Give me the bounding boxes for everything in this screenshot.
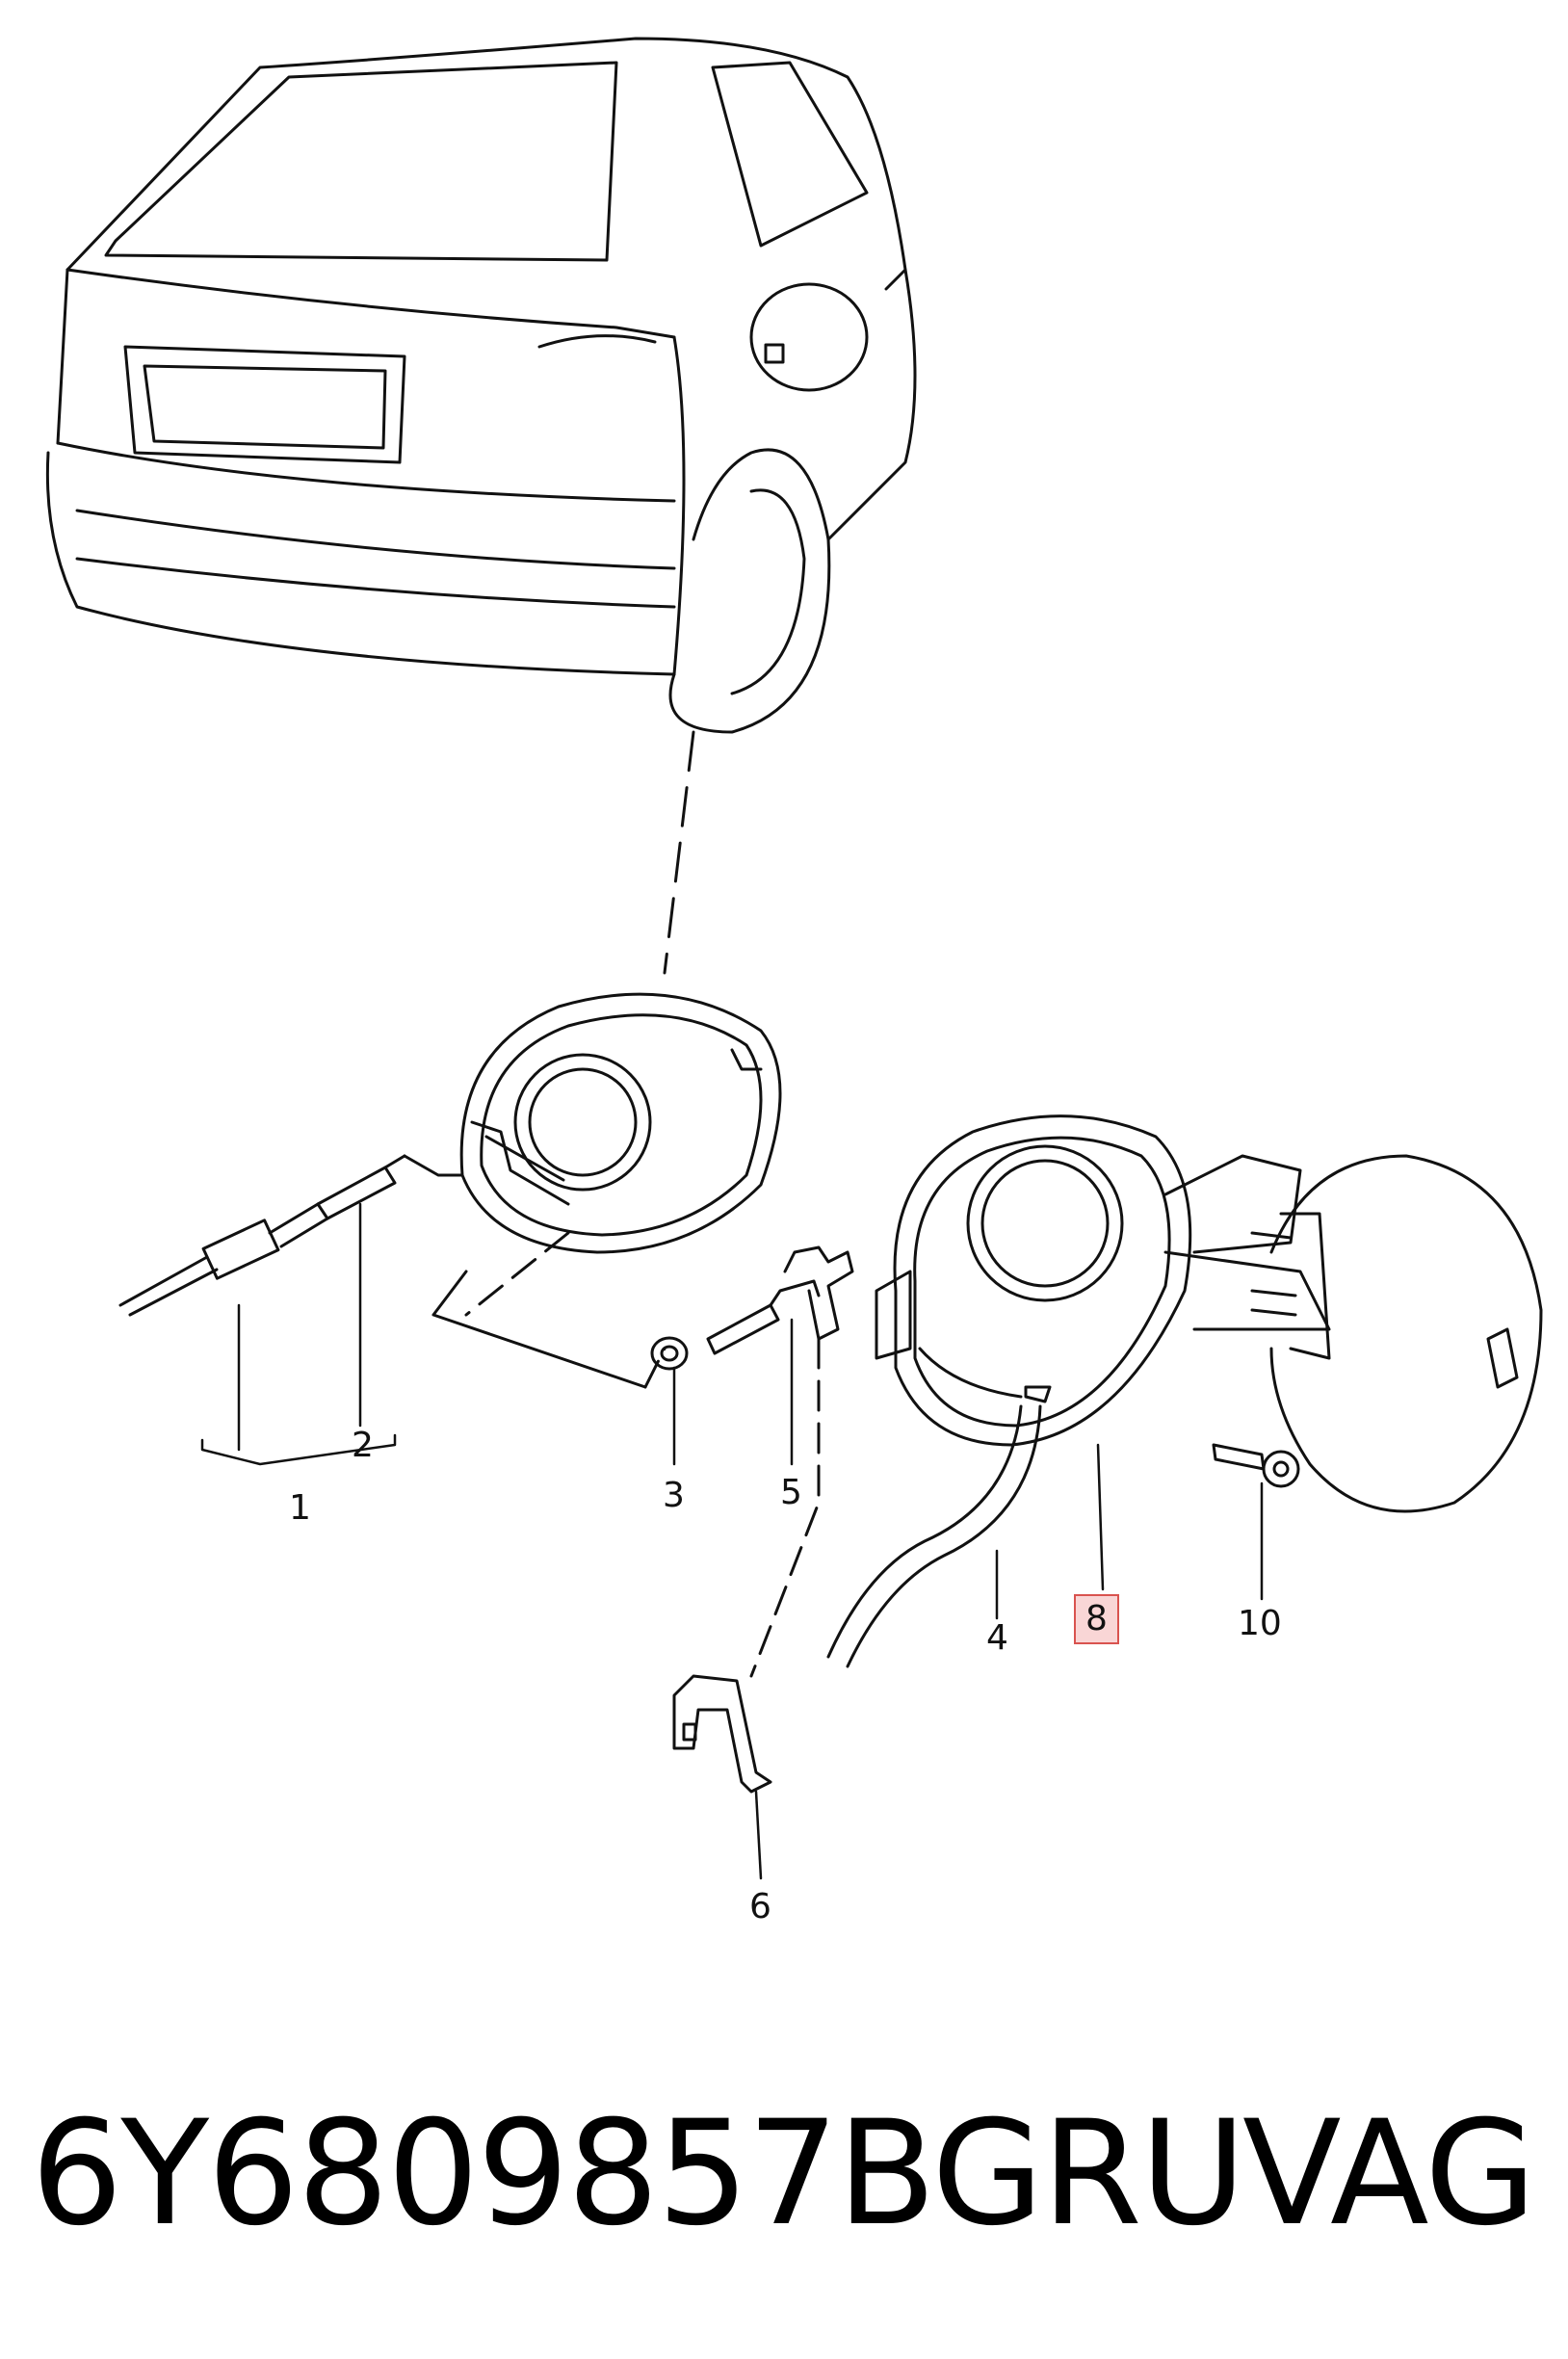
locking-pin-illustration <box>706 1245 854 1355</box>
leader-dashed-car <box>663 730 695 975</box>
callout-4: 4 <box>986 1618 1008 1658</box>
callout-1: 1 <box>289 1488 311 1528</box>
part-number: 6Y6809857BGRU <box>31 2090 1246 2258</box>
clip-illustration <box>672 1674 772 1794</box>
car-body-illustration <box>45 37 917 734</box>
caption-bar: 6Y6809857BGRU VAG <box>0 2071 1568 2283</box>
callout-10: 10 <box>1238 1604 1282 1643</box>
flap-unit-illustration <box>875 1114 1543 1513</box>
exploded-parts-diagram <box>45 37 1543 1880</box>
release-cable-illustration <box>118 1154 647 1389</box>
washer-illustration <box>650 1336 689 1371</box>
filler-housing-illustration <box>459 992 782 1254</box>
callout-2: 2 <box>352 1426 374 1465</box>
callout-6: 6 <box>749 1887 771 1927</box>
leader-dashed-pin <box>749 1337 821 1678</box>
callout-3: 3 <box>663 1476 685 1515</box>
callout-5: 5 <box>780 1473 802 1512</box>
screw-illustration <box>1212 1443 1300 1488</box>
callout-8: 8 <box>1074 1594 1119 1644</box>
brand-label: VAG <box>1242 2090 1536 2258</box>
drain-hose-illustration <box>826 1404 1042 1668</box>
callout-leader-lines <box>200 1202 1264 1880</box>
leader-dashed-housing <box>464 1231 666 1389</box>
